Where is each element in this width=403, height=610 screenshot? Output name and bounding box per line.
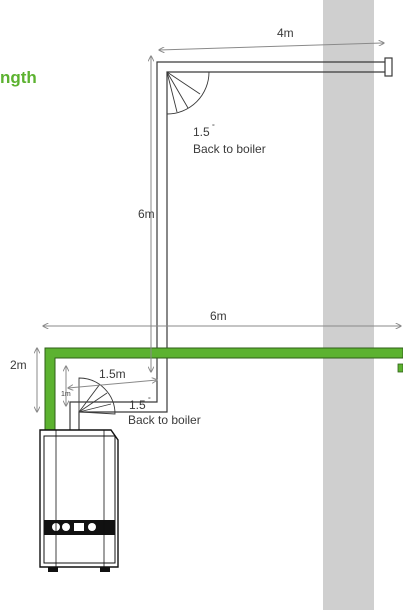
boiler-dial-icon bbox=[88, 523, 96, 531]
title-fragment: ngth bbox=[0, 68, 37, 87]
terminal-cap bbox=[384, 57, 393, 77]
green-height-label: 2m bbox=[10, 358, 27, 372]
bend-angle-top bbox=[166, 71, 210, 115]
angle-bottom-degree: ° bbox=[148, 396, 151, 404]
white-flue-route bbox=[69, 61, 386, 444]
short-run-label: 1.5m bbox=[99, 367, 126, 381]
angle-top-value: 1.5 bbox=[193, 125, 210, 139]
boiler-dial-icon bbox=[62, 523, 70, 531]
angle-bottom-note: Back to boiler bbox=[128, 413, 201, 427]
vertical-length-label: 6m bbox=[138, 207, 155, 221]
wall bbox=[323, 0, 374, 610]
dim-short-run bbox=[68, 380, 157, 388]
angle-bottom-value: 1.5 bbox=[129, 398, 146, 412]
bend-angle-bottom bbox=[78, 377, 116, 415]
riser-label: 1m bbox=[61, 391, 71, 398]
horizontal-length-label: 6m bbox=[210, 309, 227, 323]
boiler bbox=[39, 429, 119, 572]
dim-top-length bbox=[159, 43, 384, 50]
angle-top-degree: ° bbox=[212, 123, 215, 131]
angle-top-note: Back to boiler bbox=[193, 142, 266, 156]
boiler-display-icon bbox=[74, 523, 84, 531]
top-length-label: 4m bbox=[277, 26, 294, 40]
